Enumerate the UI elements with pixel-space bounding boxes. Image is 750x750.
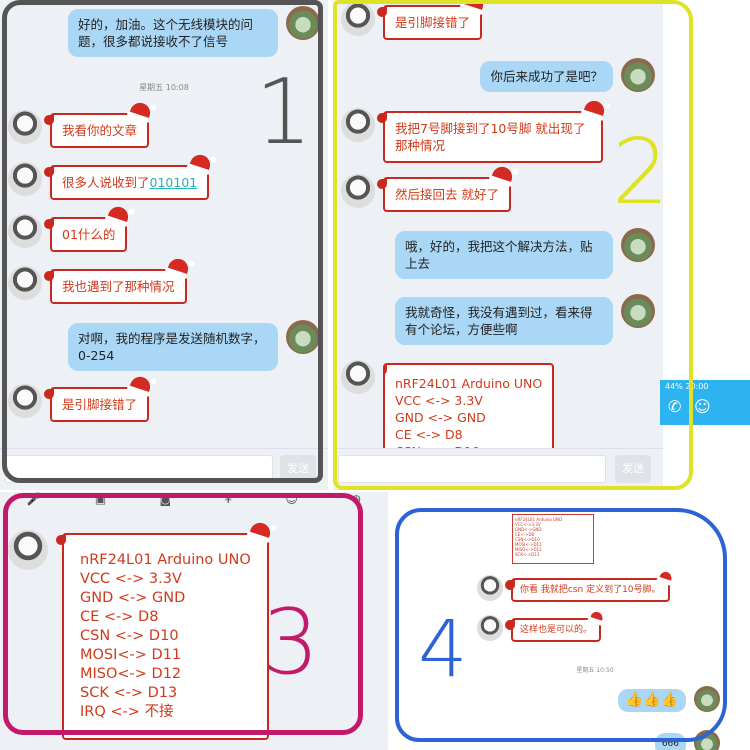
avatar[interactable] xyxy=(621,294,655,328)
annotation-frame-4 xyxy=(395,508,727,742)
message-row: 对啊，我的程序是发送随机数字，0-254 xyxy=(60,320,320,371)
message-row: 是引脚接错了 xyxy=(8,374,157,422)
avatar[interactable] xyxy=(286,320,320,354)
annotation-frame-3 xyxy=(3,493,363,735)
avatar[interactable] xyxy=(8,384,42,418)
message-row: 我也遇到了那种情况 xyxy=(8,256,195,304)
avatar[interactable] xyxy=(477,575,503,601)
avatar[interactable] xyxy=(8,110,42,144)
avatar[interactable] xyxy=(8,530,48,570)
message-bubble[interactable]: 然后接回去 就好了 xyxy=(377,164,515,212)
send-button[interactable]: 发送 xyxy=(615,455,651,483)
message-bubble[interactable]: 01什么的 xyxy=(43,204,132,252)
message-bubble[interactable]: 好的，加油。这个无线模块的问题，很多都说接收不了信号 xyxy=(68,9,278,57)
message-row: 这样也是可以的。 xyxy=(477,610,609,642)
message-bubble[interactable]: 我看你的文章 xyxy=(43,100,153,148)
image-icon[interactable]: ▣ xyxy=(94,492,107,506)
annotation-number-2: 2 xyxy=(612,120,670,225)
message-bubble[interactable]: 我把7号脚接到了10号脚 就出现了那种情况 xyxy=(377,98,607,163)
avatar[interactable] xyxy=(341,360,375,394)
red-packet-icon[interactable]: ¥ xyxy=(224,492,233,506)
avatar[interactable] xyxy=(8,266,42,300)
message-row: 我把7号脚接到了10号脚 就出现了那种情况 xyxy=(341,98,611,163)
annotation-frame-1 xyxy=(2,0,323,483)
input-bar: 发送 xyxy=(333,448,663,490)
message-row: 01什么的 xyxy=(8,204,135,252)
message-bubble[interactable]: 我也遇到了那种情况 xyxy=(44,256,191,304)
chat-panel-2: 是引脚接错了 你后来成功了是吧？ 我把7号脚接到了10号脚 就出现了那种情况 然… xyxy=(333,0,663,490)
message-bubble[interactable]: 对啊，我的程序是发送随机数字，0-254 xyxy=(68,323,278,371)
annotation-frame-2 xyxy=(333,0,693,490)
timestamp: 星期五 10:08 xyxy=(139,83,189,92)
message-bubble[interactable]: 哦，好的，我把这个解决方法，贴上去 xyxy=(395,231,613,279)
message-row: 你看 我就把csn 定义到了10号脚。 xyxy=(477,570,678,602)
user-icon[interactable]: ☺ xyxy=(694,397,711,416)
message-link[interactable]: 010101 xyxy=(149,175,198,190)
avatar[interactable] xyxy=(8,162,42,196)
message-bubble[interactable]: 你后来成功了是吧？ xyxy=(480,61,613,92)
avatar[interactable] xyxy=(477,615,503,641)
message-row: 很多人说收到了010101 xyxy=(8,152,217,200)
camera-icon[interactable]: ◙ xyxy=(159,492,172,506)
avatar[interactable] xyxy=(621,228,655,262)
annotation-number-1: 1 xyxy=(255,60,313,165)
message-row: 哦，好的，我把这个解决方法，贴上去 xyxy=(387,228,655,279)
message-input[interactable] xyxy=(338,455,606,483)
phone-icon[interactable]: ✆ xyxy=(668,397,682,416)
message-bubble[interactable]: 你看 我就把csn 定义到了10号脚。 xyxy=(505,570,673,602)
message-row: 然后接回去 就好了 xyxy=(341,164,519,212)
message-row: 你后来成功了是吧？ xyxy=(472,58,655,92)
message-bubble[interactable]: 我就奇怪，我没有遇到过，看来得有个论坛，方便些啊 xyxy=(395,297,613,345)
annotation-number-3: 3 xyxy=(262,590,320,695)
message-row: 是引脚接错了 xyxy=(341,0,490,40)
status-strip: 44% 20:00 ✆ ☺ xyxy=(660,380,750,425)
message-row: 我就奇怪，我没有遇到过，看来得有个论坛，方便些啊 xyxy=(387,294,655,345)
message-bubble[interactable]: 很多人说收到了010101 xyxy=(43,152,213,200)
avatar[interactable] xyxy=(341,108,375,142)
message-row: 我看你的文章 xyxy=(8,100,157,148)
timestamp: 星期五 10:50 xyxy=(576,667,614,674)
avatar[interactable] xyxy=(341,174,375,208)
message-bubble[interactable]: 是引脚接错了 xyxy=(43,374,153,422)
status-text: 44% 20:00 xyxy=(665,382,709,391)
avatar[interactable] xyxy=(621,58,655,92)
message-bubble[interactable]: 是引脚接错了 xyxy=(376,0,486,40)
chat-panel-3: 🎤 ▣ ◙ ¥ ☺ ⊕ nRF24L01 Arduino UNO VCC <->… xyxy=(0,492,388,750)
avatar[interactable] xyxy=(8,214,42,248)
message-bubble[interactable]: 这样也是可以的。 xyxy=(504,610,605,642)
message-bubble[interactable]: 👍👍👍 xyxy=(617,689,686,712)
annotation-number-4: 4 xyxy=(418,605,468,695)
message-row: nRF24L01 Arduino UNO VCC <-> 3.3V GND <-… xyxy=(8,520,277,740)
message-bubble[interactable]: nRF24L01 Arduino UNO VCC <-> 3.3V GND <-… xyxy=(56,520,273,740)
